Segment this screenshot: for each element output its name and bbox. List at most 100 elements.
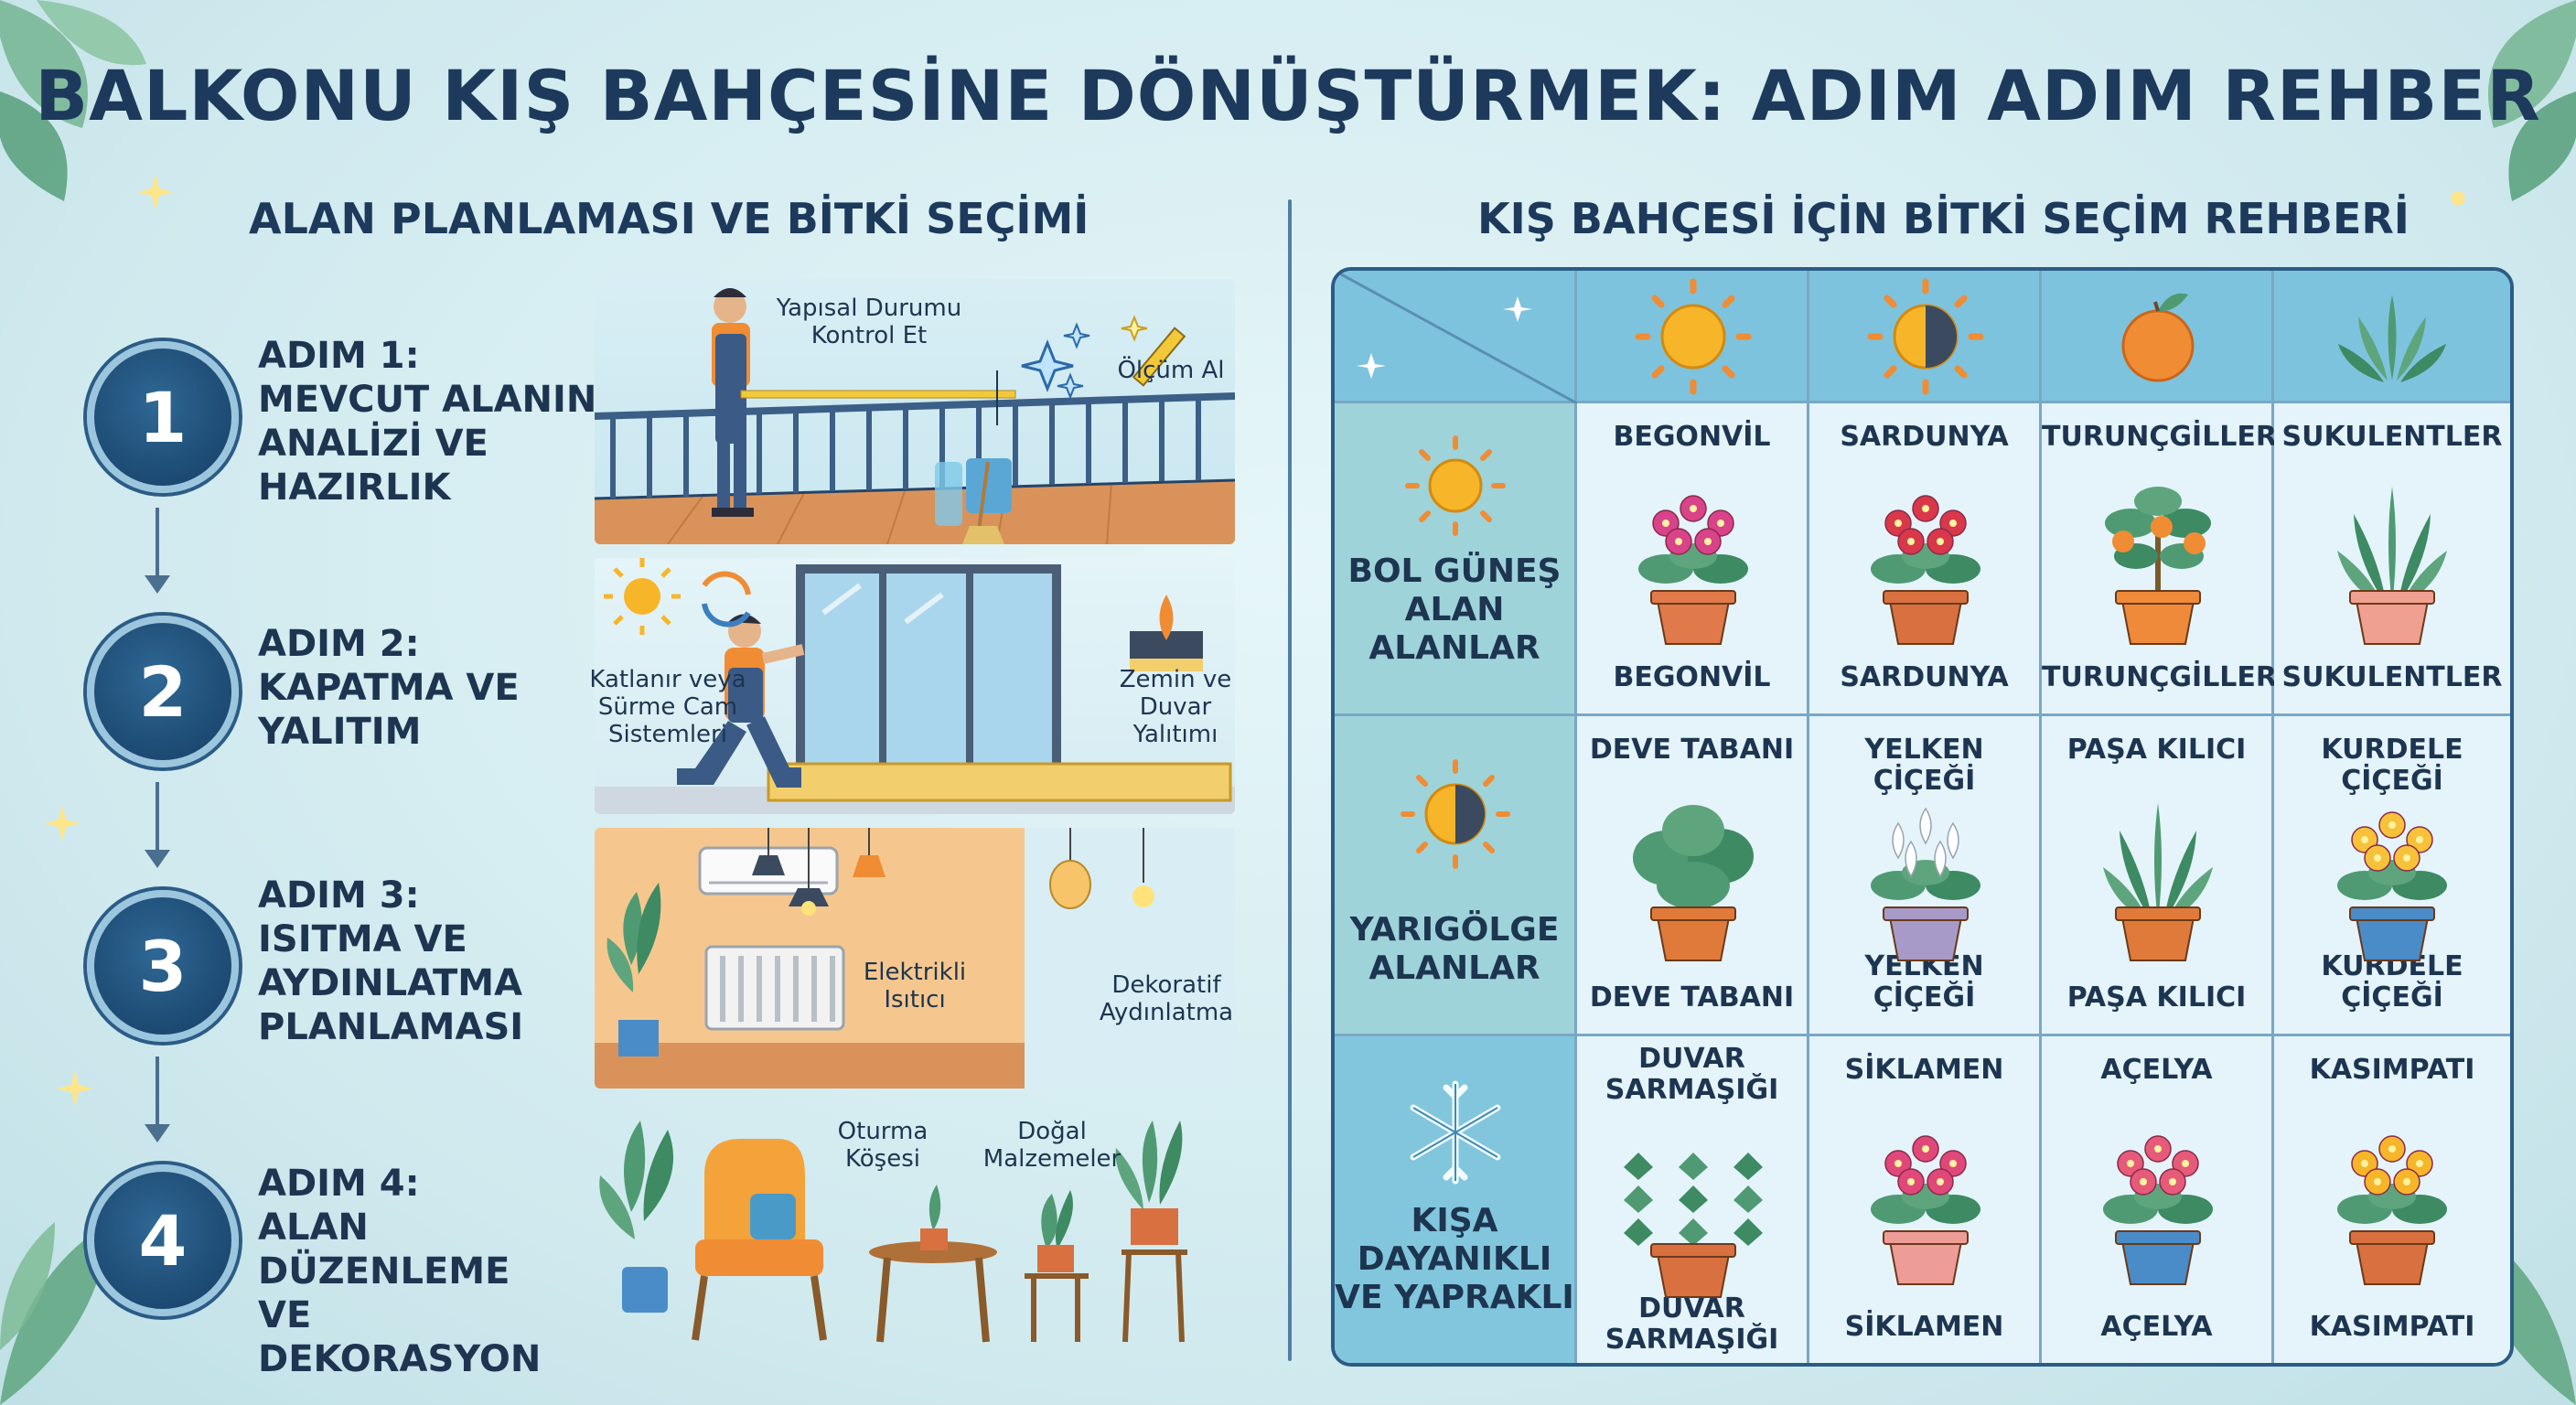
page-title: BALKONU KIŞ BAHÇESİNE DÖNÜŞTÜRMEK: ADIM … <box>35 55 2541 136</box>
step-1-text: ADIM 1: MEVCUT ALANIN ANALİZİ VE HAZIRLI… <box>258 334 606 509</box>
scene-closing-insulation <box>595 558 1235 814</box>
section-divider <box>1288 199 1292 1361</box>
decoration-illustration <box>599 1121 1187 1343</box>
step-3-line: ADIM 3: <box>258 874 420 917</box>
azalea-plant-icon <box>2103 1134 2213 1285</box>
step-4-line: VE DEKORASYON <box>258 1294 542 1380</box>
leaf-decoration-top-left-icon <box>0 0 146 201</box>
row-header-label: YARIGÖLGE ALANLAR <box>1350 911 1560 1034</box>
plant-name-bottom: AÇELYA <box>2042 1312 2271 1343</box>
plant-name-line: SARDUNYA <box>1840 421 2009 453</box>
scene-balcony-analysis <box>595 279 1235 544</box>
step-4-text: ADIM 4: ALAN DÜZENLEME VE DEKORASYON <box>258 1162 606 1381</box>
plant-cell-snake-plant: PAŞA KILICI PAŞA KILICI <box>2042 716 2274 1036</box>
row-header-winter-hardy: KIŞA DAYANIKLI VE YAPRAKLI <box>1335 1036 1577 1363</box>
step-3-line: AYDINLATMA <box>258 962 523 1004</box>
half-sun-icon <box>1401 759 1510 869</box>
table-corner-cell <box>1335 271 1578 405</box>
plant-name-top: YELKEN ÇİÇEĞİ <box>1809 735 2039 797</box>
row-label-line: KIŞA <box>1411 1202 1498 1239</box>
leaf-decoration-top-right-icon <box>2488 0 2576 201</box>
plant-name-top: PAŞA KILICI <box>2042 735 2271 766</box>
row-label-line: BOL GÜNEŞ <box>1347 552 1562 590</box>
plant-name-bottom: KASIMPATI <box>2274 1312 2510 1343</box>
s3-lighting-label: Dekoratif Aydınlatma <box>1089 971 1244 1026</box>
plant-name-line: KASIMPATI <box>2309 1311 2475 1343</box>
step-3-line: PLANLAMASI <box>258 1006 524 1048</box>
step-1-line: MEVCUT ALANIN <box>258 379 597 421</box>
plant-name-line: PAŞA KILICI <box>2066 981 2247 1014</box>
right-section-title: KIŞ BAHÇESİ İÇİN BİTKİ SEÇİM REHBERİ <box>1477 194 2410 243</box>
ribbon-plant-icon <box>2337 811 2447 961</box>
header-cell-succulent <box>2274 271 2510 403</box>
plant-name-line: DUVAR <box>1638 1292 1745 1325</box>
step-arrow-1 <box>145 508 170 594</box>
step-3-text: ADIM 3: ISITMA VE AYDINLATMA PLANLAMASI <box>258 874 606 1049</box>
plant-name-line: YELKEN ÇİÇEĞİ <box>1864 734 1984 797</box>
sparkle-icon <box>2451 191 2465 206</box>
plant-name-line: AÇELYA <box>2100 1311 2213 1343</box>
s4-seating-line: Oturma <box>837 1118 928 1145</box>
bougainvillea-plant-icon <box>1638 495 1748 645</box>
step-1-number: 1 <box>87 341 239 493</box>
header-cell-partial-sun <box>1809 271 2042 403</box>
leaf-decoration-bottom-left-icon <box>0 1222 110 1405</box>
plant-name-bottom: SUKULENTLER <box>2274 662 2510 693</box>
heating-lighting-illustration <box>595 828 1235 1089</box>
sparkle-icon <box>44 805 80 842</box>
plant-name-top: DEVE TABANI <box>1577 735 1807 766</box>
step-3-number: 3 <box>87 890 239 1042</box>
plant-cell-chrysanthemum: KASIMPATI KASIMPATI <box>2274 1036 2510 1363</box>
row-header-label: BOL GÜNEŞ ALAN ALANLAR <box>1348 552 1562 713</box>
step-arrow-3 <box>145 1056 170 1142</box>
plant-selection-table: BOL GÜNEŞ ALAN ALANLAR YARIGÖLGE ALANLAR <box>1331 267 2514 1367</box>
plant-name-top: TURUNÇGİLLER <box>2042 422 2277 453</box>
plant-name-line: SARMAŞIĞI <box>1605 1324 1779 1356</box>
corner-diagonal-icon <box>1335 271 1578 405</box>
s4-materials-line: Malzemeler <box>982 1145 1122 1173</box>
plant-name-line: SARDUNYA <box>1840 661 2009 693</box>
row-header-full-sun: BOL GÜNEŞ ALAN ALANLAR <box>1335 403 1577 716</box>
s2-systems-label: Katlanır veya Sürme Cam Sistemleri <box>576 666 759 748</box>
step-arrow-2 <box>145 782 170 868</box>
plant-cell-geranium: SARDUNYA SARDUNYA <box>1809 403 2042 716</box>
s1-check-line: Kontrol Et <box>810 322 928 349</box>
s2-insulation-label: Zemin ve Duvar Yalıtımı <box>1116 666 1235 748</box>
step-1-line: HAZIRLIK <box>258 467 451 509</box>
s3-lighting-line: Aydınlatma <box>1099 999 1234 1026</box>
step-1-line: ADIM 1: <box>258 335 420 377</box>
step-4-number: 4 <box>87 1164 239 1316</box>
s1-check-line: Yapısal Durumu <box>776 295 962 322</box>
step-1-line: ANALİZİ VE <box>258 423 488 465</box>
monstera-plant-icon <box>1633 805 1754 961</box>
header-cell-full-sun <box>1577 271 1809 403</box>
s3-lighting-line: Dekoratif <box>1111 971 1221 999</box>
plant-name-line: KASIMPATI <box>2309 1054 2475 1086</box>
header-cell-citrus <box>2042 271 2274 403</box>
row-label-line: ALANLAR <box>1368 949 1540 987</box>
s4-materials-label: Doğal Malzemeler <box>974 1118 1130 1173</box>
plant-name-bottom: DEVE TABANI <box>1577 982 1807 1014</box>
step-2-number: 2 <box>87 616 239 767</box>
plant-name-line: SİKLAMEN <box>1844 1311 2004 1343</box>
plant-cell-monstera: DEVE TABANI DEVE TABANI <box>1577 716 1809 1036</box>
s2-systems-line: Katlanır veya <box>589 666 746 693</box>
row-label-line: VE YAPRAKLI <box>1335 1279 1574 1316</box>
plant-name-top: BEGONVİL <box>1577 422 1807 453</box>
scene-decoration <box>595 1102 1235 1349</box>
plant-name-line: BEGONVİL <box>1613 421 1771 453</box>
plant-name-top: SİKLAMEN <box>1809 1055 2039 1086</box>
s3-heater-label: Elektrikli Isıtıcı <box>855 959 974 1014</box>
s1-check-label: Yapısal Durumu Kontrol Et <box>759 295 979 349</box>
s4-seating-line: Köşesi <box>845 1145 920 1173</box>
geranium-plant-icon <box>1871 495 1980 645</box>
snowflake-icon <box>1410 1080 1501 1185</box>
plant-name-bottom: TURUNÇGİLLER <box>2042 662 2277 693</box>
row-header-partial-sun: YARIGÖLGE ALANLAR <box>1335 716 1577 1036</box>
step-4-line: ADIM 4: <box>258 1163 420 1205</box>
